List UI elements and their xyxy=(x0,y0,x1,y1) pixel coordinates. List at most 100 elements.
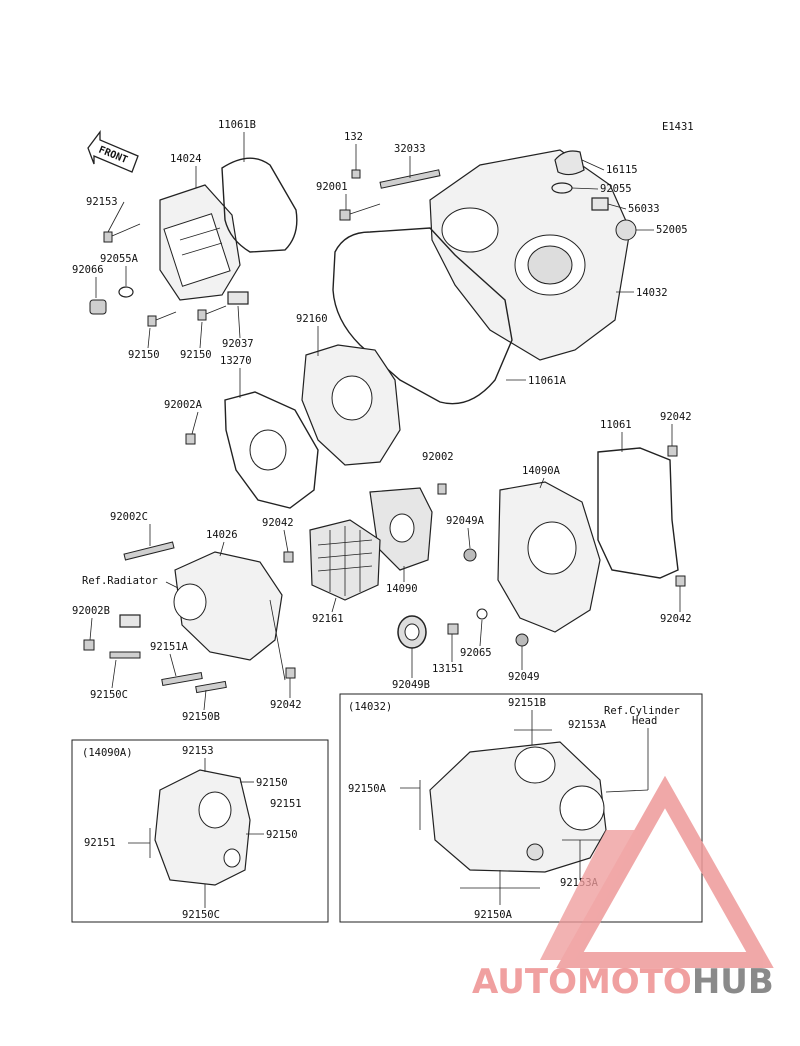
leader-lines xyxy=(89,132,681,711)
inset-label: 92150 xyxy=(266,829,298,841)
oring-92055a xyxy=(118,286,134,298)
bolt-92002c xyxy=(123,541,175,561)
part-label: 52005 xyxy=(656,224,688,236)
part-label: 92160 xyxy=(296,313,328,325)
part-label: 56033 xyxy=(628,203,660,215)
inset-label: 92151 xyxy=(84,837,116,849)
part-label: 32033 xyxy=(394,143,426,155)
part-label: 92049B xyxy=(392,679,430,691)
gasket-11061a-part xyxy=(332,227,513,405)
part-label: 14090A xyxy=(522,465,561,477)
part-label: 92002B xyxy=(72,605,110,617)
inset-label: 92153A xyxy=(568,719,607,731)
plate-92037 xyxy=(227,291,249,305)
part-label: Ref.Radiator xyxy=(82,575,158,587)
pin-92042-d xyxy=(285,667,296,679)
watermark-text: AUTOMOTOHUB xyxy=(472,962,774,1002)
washer-92065 xyxy=(476,608,488,620)
inset-label: 92153 xyxy=(182,745,214,757)
watermark-logo xyxy=(540,775,774,968)
part-label: 11061A xyxy=(528,375,567,387)
part-label: 92153 xyxy=(86,196,118,208)
bolt-92001 xyxy=(339,209,351,221)
inset-title: (14032) xyxy=(348,701,392,713)
part-label: 13151 xyxy=(432,663,464,675)
part-label: 92002A xyxy=(164,399,203,411)
pin-92042-b xyxy=(675,575,686,587)
bolt-92150b xyxy=(195,680,227,694)
part-label: 92049 xyxy=(508,671,540,683)
part-label: 92037 xyxy=(222,338,254,350)
inset-label: 92150A xyxy=(348,783,387,795)
engine-cover-14032-part xyxy=(429,149,631,361)
part-label: 132 xyxy=(344,131,363,143)
part-label: 92042 xyxy=(660,613,692,625)
part-label: 92042 xyxy=(660,411,692,423)
bracket-part xyxy=(119,614,141,628)
inset-label: 92151 xyxy=(270,798,302,810)
part-label: 92066 xyxy=(72,264,104,276)
part-label: 92150 xyxy=(180,349,212,361)
seal-52005 xyxy=(615,219,637,241)
inset-title: (14090A) xyxy=(82,747,133,759)
rod-32033 xyxy=(379,169,441,189)
part-label: 92150B xyxy=(182,711,220,723)
part-label: 14026 xyxy=(206,529,238,541)
part-labels: 11061B 14024 92153 92055A 92066 92150 92… xyxy=(72,119,692,723)
inset-14090a: (14090A) 92153 92150 92151 92151 92150 9… xyxy=(71,739,329,923)
inset-label: 92150 xyxy=(256,777,288,789)
bolt-92002a xyxy=(185,433,196,445)
part-label: 92151A xyxy=(150,641,189,653)
bolt-92150-b xyxy=(197,305,227,321)
gasket-11061b-part xyxy=(221,157,298,253)
nut-92049 xyxy=(515,633,529,647)
inset-label: 92150C xyxy=(182,909,220,921)
filter-92161-part xyxy=(309,519,381,601)
part-label: 92150C xyxy=(90,689,128,701)
inset-label: Ref.Cylinder xyxy=(604,705,680,717)
pin-92042-a xyxy=(667,445,678,457)
watermark-part1: AUTOMOTO xyxy=(472,962,692,1002)
part-label: 92065 xyxy=(460,647,492,659)
cover-14090a-part xyxy=(497,481,601,633)
part-label: 13270 xyxy=(220,355,252,367)
part-label: 92002C xyxy=(110,511,148,523)
part-label: 11061 xyxy=(600,419,632,431)
bolt-92150c xyxy=(109,651,141,659)
inset-14032: (14032) 92151B Ref.Cylinder Head 92153A … xyxy=(339,693,703,923)
part-label: 14032 xyxy=(636,287,668,299)
bolt-92153 xyxy=(103,223,141,243)
plug-92066 xyxy=(89,299,107,315)
inset-label: 92150A xyxy=(474,909,513,921)
bolt-92151a xyxy=(161,671,203,687)
part-label: 92002 xyxy=(422,451,454,463)
part-label: 14090 xyxy=(386,583,418,595)
plate-13270-part xyxy=(224,391,319,509)
watermark-part2: HUB xyxy=(692,962,774,1002)
inset-label: 92151B xyxy=(508,697,546,709)
part-13151 xyxy=(447,623,459,635)
part-label: 11061B xyxy=(218,119,256,131)
pin-92042-c xyxy=(283,551,294,563)
nut-92049a xyxy=(463,548,477,562)
front-arrow-icon: FRONT xyxy=(87,130,139,173)
gasket-11061-part xyxy=(597,447,679,579)
part-56033 xyxy=(591,197,609,211)
part-label: 92042 xyxy=(270,699,302,711)
inset-label: Head xyxy=(632,715,657,727)
cover-14026-part xyxy=(173,551,283,661)
part-label: 92001 xyxy=(316,181,348,193)
cap-16115-part xyxy=(554,150,585,176)
part-label: 92150 xyxy=(128,349,160,361)
part-label: 92055 xyxy=(600,183,632,195)
part-label: 92055A xyxy=(100,253,139,265)
bolt-92150-a xyxy=(147,311,177,327)
part-label: 92049A xyxy=(446,515,485,527)
part-label: 14024 xyxy=(170,153,202,165)
clutch-cover-part xyxy=(159,184,241,301)
part-label: 92042 xyxy=(262,517,294,529)
bolt-92002b xyxy=(83,639,95,651)
diagram-code: E1431 xyxy=(662,121,694,133)
